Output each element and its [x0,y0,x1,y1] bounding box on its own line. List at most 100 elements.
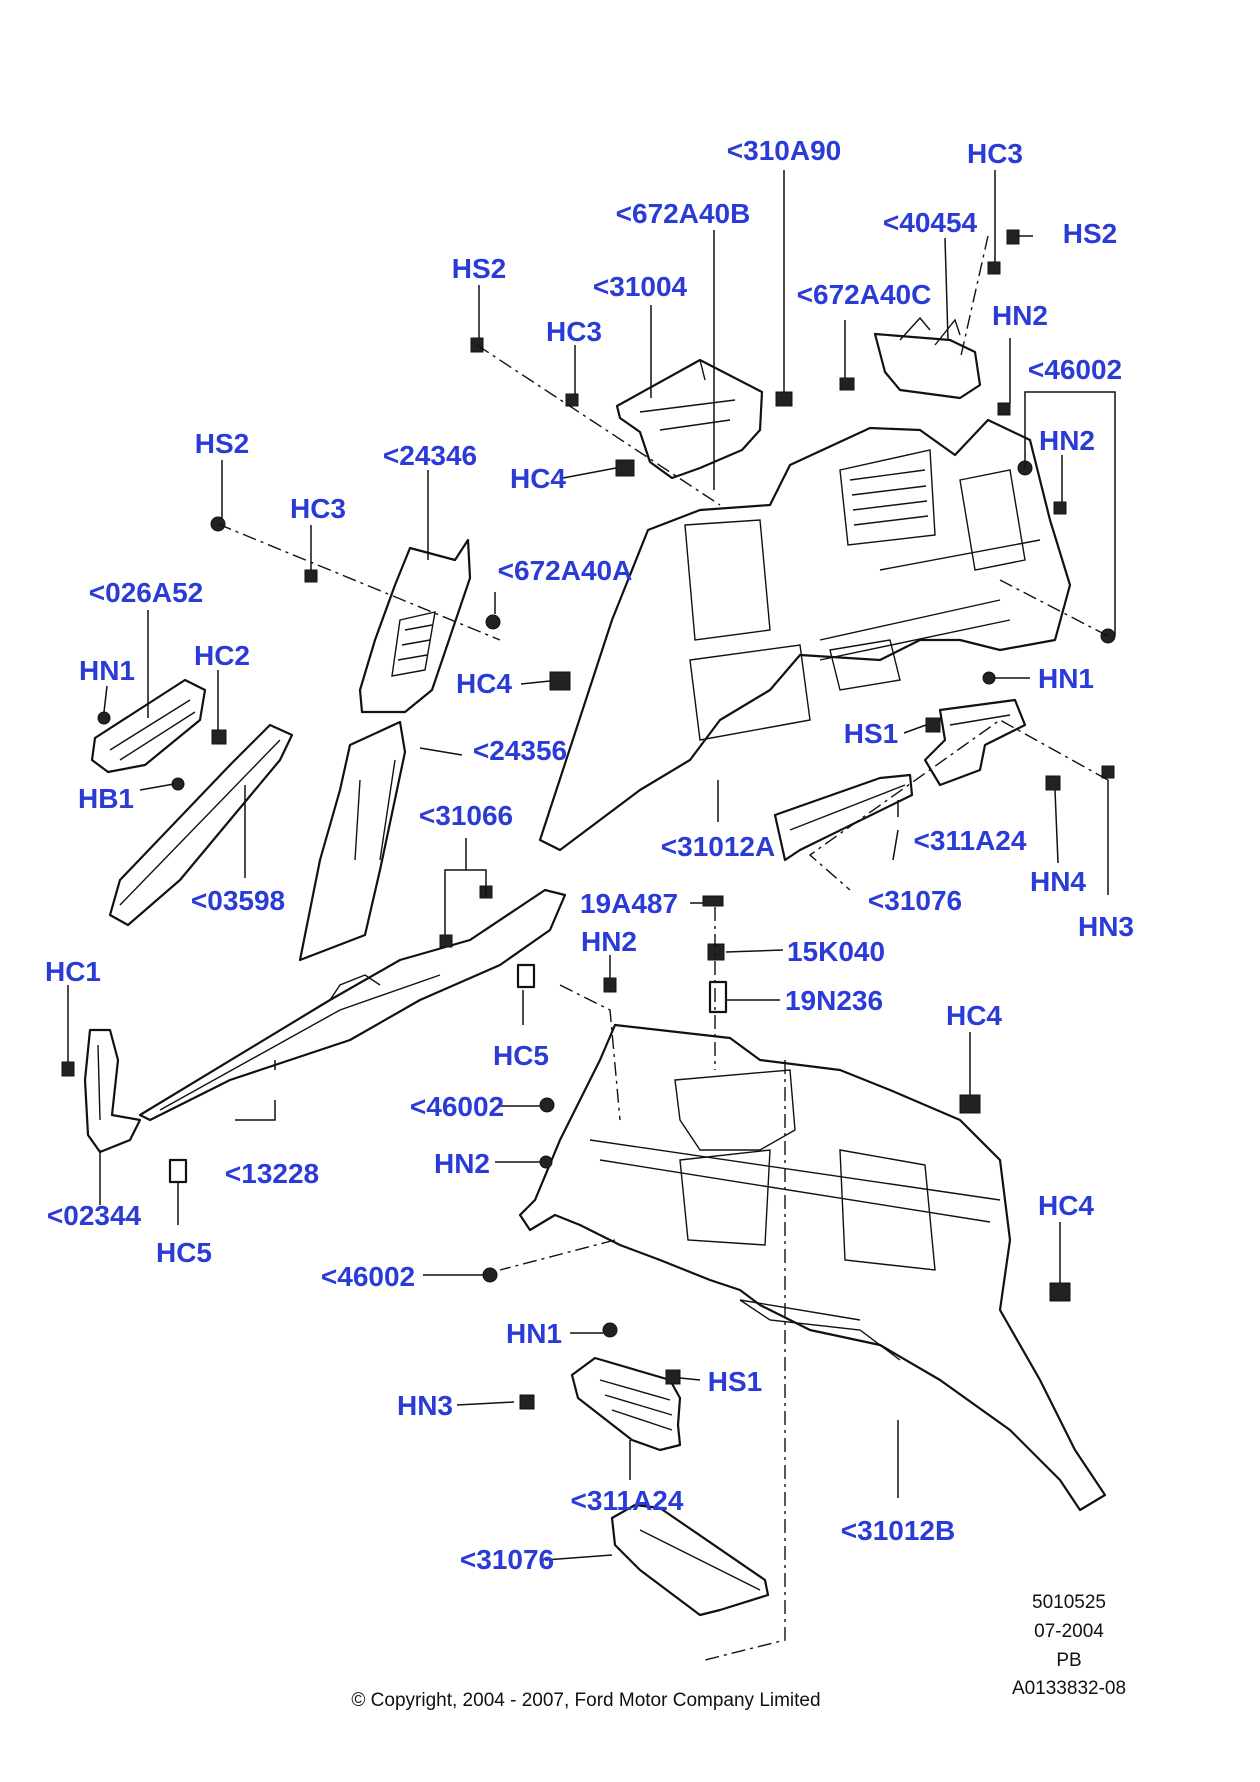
copyright: © Copyright, 2004 - 2007, Ford Motor Com… [351,1690,820,1711]
label-31004: <31004 [593,271,688,302]
part-31076-upper [773,773,914,862]
label-hn4: HN4 [1030,866,1086,897]
label-hb1: HB1 [78,783,134,814]
fastener-46002-low [482,1267,498,1283]
label-hs2-left: HS2 [195,428,249,459]
fastener-hn2-right [1053,501,1067,515]
label-19n236: 19N236 [785,985,883,1016]
label-hs2-right: HS2 [1063,218,1117,249]
label-hn1-low: HN1 [506,1318,562,1349]
label-24356: <24356 [473,735,567,766]
assembly-lines [217,235,1109,1661]
fastener-hc4-low [1049,1282,1071,1302]
label-hc4-top: HC4 [510,463,566,494]
fastener-hn4 [1045,775,1061,791]
label-hs1-low: HS1 [708,1366,762,1397]
label-hc3-top: HC3 [967,138,1023,169]
fastener-hn2-mid [603,977,617,993]
label-31076-top: <31076 [868,885,962,916]
label-310a90: <310A90 [727,135,841,166]
part-311a24-lower [570,1356,682,1452]
label-hs2-top: HS2 [452,253,506,284]
part-24356-pillar-lower [298,720,407,962]
fastener-hc4-right [959,1094,981,1114]
fastener-hn1-left [97,711,111,725]
label-hc1: HC1 [45,956,101,987]
part-31004-panel [615,358,764,480]
part-31012b-quarter-trim [518,1023,1107,1512]
part-026a52-bracket [90,678,207,774]
label-672a40a: <672A40A [498,555,633,586]
label-02344: <02344 [47,1200,142,1231]
part-31076-lower [610,1503,770,1617]
doc-number: 5010525 [1032,1592,1106,1613]
doc-date: 07-2004 [1034,1621,1104,1642]
fastener-hn2-low [539,1155,553,1169]
label-hc4-right: HC4 [946,1000,1002,1031]
part-31012a-quarter-trim [538,418,1072,852]
label-24346: <24346 [383,440,477,471]
fastener-hn1-right [982,671,996,685]
label-31012a: <31012A [661,831,775,862]
fastener-hn3-low [519,1394,535,1410]
label-hn3-low: HN3 [397,1390,453,1421]
label-03598: <03598 [191,885,285,916]
fastener-hc5-mid [516,963,536,989]
fastener-hc3-top [987,261,1001,275]
label-hc5-left: HC5 [156,1237,212,1268]
part-40454-bracket [873,316,982,400]
label-31012b: <31012B [841,1515,955,1546]
label-hc4-low: HC4 [1038,1190,1094,1221]
fastener-hs1-top [925,717,941,733]
label-13228: <13228 [225,1158,319,1189]
fastener-19n236 [708,980,728,1014]
leader-lines [67,170,1116,1561]
part-24346-pillar-upper [358,538,472,714]
label-hc3-mid: HC3 [546,316,602,347]
part-02344-bracket [83,1028,142,1154]
label-hn2-top: HN2 [992,300,1048,331]
part-03598-pillar-trim [108,723,294,927]
label-672a40c: <672A40C [797,279,932,310]
label-hs1-top: HS1 [844,718,898,749]
fastener-hc5-left [168,1158,188,1184]
label-311a24-top: <311A24 [914,825,1027,856]
doc-code: PB [1056,1650,1081,1671]
label-311a24-low: <311A24 [571,1485,684,1516]
fastener-hn2-top [997,402,1011,416]
label-hn2-right: HN2 [1039,425,1095,456]
doc-ref: A0133832-08 [1012,1678,1126,1699]
label-46002-mid: <46002 [410,1091,504,1122]
label-hn1-left: HN1 [79,655,135,686]
fastener-46002-mid [539,1097,555,1113]
fastener-hc2 [211,729,227,745]
label-31076-low: <31076 [460,1544,554,1575]
fastener-hc3-left [304,569,318,583]
label-hc3-left: HC3 [290,493,346,524]
fastener-hs2-right [1006,229,1020,245]
label-hc5-mid: HC5 [493,1040,549,1071]
fastener-hc4-top [615,459,635,477]
label-hn1-right: HN1 [1038,663,1094,694]
footer: 5010525 07-2004 PB A0133832-08 © Copyrig… [351,1592,1126,1711]
fastener-15k040 [707,943,725,961]
label-hc4-mid: HC4 [456,668,512,699]
fastener-hc4-mid [549,671,571,691]
label-46002-top: <46002 [1028,354,1122,385]
part-13228-sill [138,888,567,1122]
label-31066: <31066 [419,800,513,831]
fastener-672a40a [485,614,501,630]
label-hc2: HC2 [194,640,250,671]
label-19a487: 19A487 [580,888,678,919]
label-15k040: 15K040 [787,936,885,967]
label-40454: <40454 [883,207,978,238]
label-026a52: <026A52 [89,577,203,608]
callout-labels: HC3 <310A90 <672A40B <40454 HS2 HS2 <310… [45,135,1134,1575]
label-672a40b: <672A40B [616,198,751,229]
fastener-hc3-mid [565,393,579,407]
fasteners [61,229,1116,1410]
fastener-hn3-right [1101,765,1115,779]
fastener-hs1-low [665,1369,681,1385]
fastener-19a487 [702,895,724,907]
